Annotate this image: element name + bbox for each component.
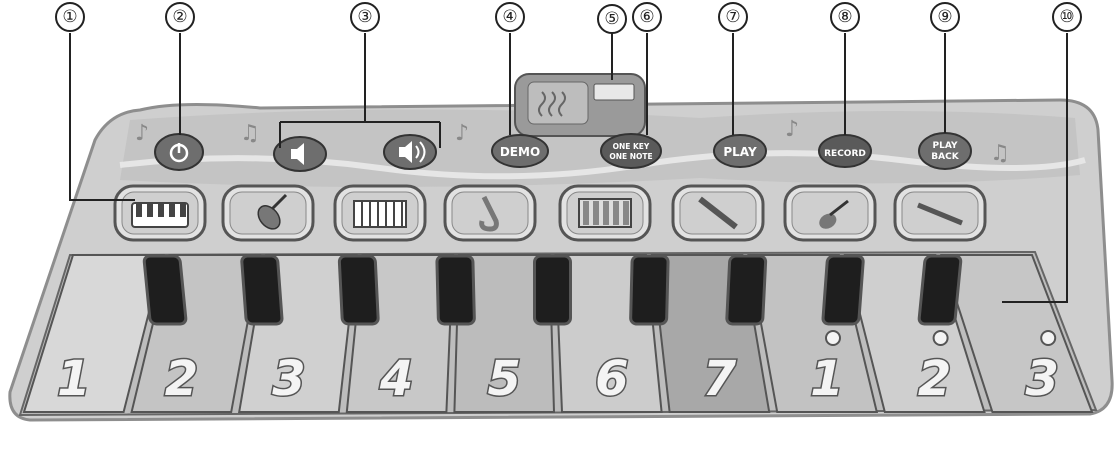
callout-7: ⑦ bbox=[718, 2, 748, 32]
key-number-8: 1 bbox=[810, 351, 843, 407]
black-key-2[interactable] bbox=[241, 256, 282, 324]
black-key-9[interactable] bbox=[919, 256, 962, 324]
record-button[interactable]: RECORD bbox=[819, 135, 871, 167]
instrument-button-8[interactable] bbox=[895, 186, 985, 240]
high-octave-dot bbox=[934, 331, 948, 345]
key-number-9: 2 bbox=[918, 351, 951, 407]
callout-8: ⑧ bbox=[830, 2, 860, 32]
power-button[interactable] bbox=[155, 134, 203, 170]
instrument-button-3[interactable] bbox=[335, 186, 425, 240]
black-key-4[interactable] bbox=[437, 256, 475, 324]
instrument-button-1[interactable] bbox=[115, 186, 205, 240]
demo-button[interactable]: DEMO bbox=[492, 135, 548, 167]
piano-keyboard: 1 2 3 4 5 6 7 1 2 3 bbox=[20, 252, 1096, 415]
key-number-5: 5 bbox=[487, 351, 520, 407]
playback-label-2: BACK bbox=[931, 152, 959, 162]
black-key-8[interactable] bbox=[823, 256, 864, 324]
volume-down-button[interactable] bbox=[274, 137, 326, 171]
record-label: RECORD bbox=[824, 149, 866, 159]
key-number-7: 7 bbox=[703, 351, 737, 407]
callout-1: ① bbox=[55, 2, 85, 32]
key-number-3: 3 bbox=[272, 351, 305, 407]
accordion-icon bbox=[354, 201, 406, 227]
svg-text:♫: ♫ bbox=[990, 141, 1010, 166]
svg-text:♪: ♪ bbox=[455, 121, 469, 146]
play-label: PLAY bbox=[723, 145, 757, 159]
svg-text:♪: ♪ bbox=[785, 117, 799, 142]
instrument-button-2[interactable] bbox=[223, 186, 313, 240]
callout-5: ⑤ bbox=[597, 4, 627, 34]
play-button[interactable]: PLAY bbox=[714, 135, 766, 167]
instrument-button-5[interactable] bbox=[560, 186, 650, 240]
black-key-5[interactable] bbox=[535, 256, 571, 324]
callout-3: ③ bbox=[350, 2, 380, 32]
instrument-button-4[interactable] bbox=[445, 186, 535, 240]
key-number-10: 3 bbox=[1025, 351, 1058, 407]
black-key-7[interactable] bbox=[727, 256, 766, 324]
piano-icon bbox=[132, 203, 188, 227]
black-key-1[interactable] bbox=[144, 256, 187, 324]
volume-up-button[interactable] bbox=[384, 135, 436, 169]
callout-6: ⑥ bbox=[632, 2, 662, 32]
instrument-button-7[interactable] bbox=[785, 186, 875, 240]
key-number-2: 2 bbox=[165, 351, 198, 407]
instrument-button-6[interactable] bbox=[673, 186, 763, 240]
key-number-1: 1 bbox=[57, 351, 90, 407]
svg-text:♫: ♫ bbox=[240, 121, 260, 146]
one-key-one-note-button[interactable]: ONE KEY ONE NOTE bbox=[601, 134, 661, 168]
key-number-6: 6 bbox=[595, 351, 628, 407]
battery-compartment bbox=[515, 74, 645, 136]
playback-label-1: PLAY bbox=[933, 141, 958, 151]
one-key-label: ONE KEY bbox=[613, 142, 650, 151]
high-octave-dot bbox=[826, 331, 840, 345]
callout-10: ⑩ bbox=[1052, 2, 1082, 32]
callout-2: ② bbox=[165, 2, 195, 32]
playback-button[interactable]: PLAY BACK bbox=[919, 133, 971, 169]
black-key-3[interactable] bbox=[339, 256, 378, 324]
high-octave-dot bbox=[1041, 331, 1055, 345]
key-number-4: 4 bbox=[379, 351, 413, 407]
demo-label: DEMO bbox=[500, 145, 540, 159]
black-key-6[interactable] bbox=[631, 256, 669, 324]
callout-9: ⑨ bbox=[930, 2, 960, 32]
callout-4: ④ bbox=[495, 2, 525, 32]
xylophone-icon bbox=[579, 199, 631, 227]
one-note-label: ONE NOTE bbox=[609, 152, 652, 161]
svg-text:♪: ♪ bbox=[135, 121, 149, 146]
